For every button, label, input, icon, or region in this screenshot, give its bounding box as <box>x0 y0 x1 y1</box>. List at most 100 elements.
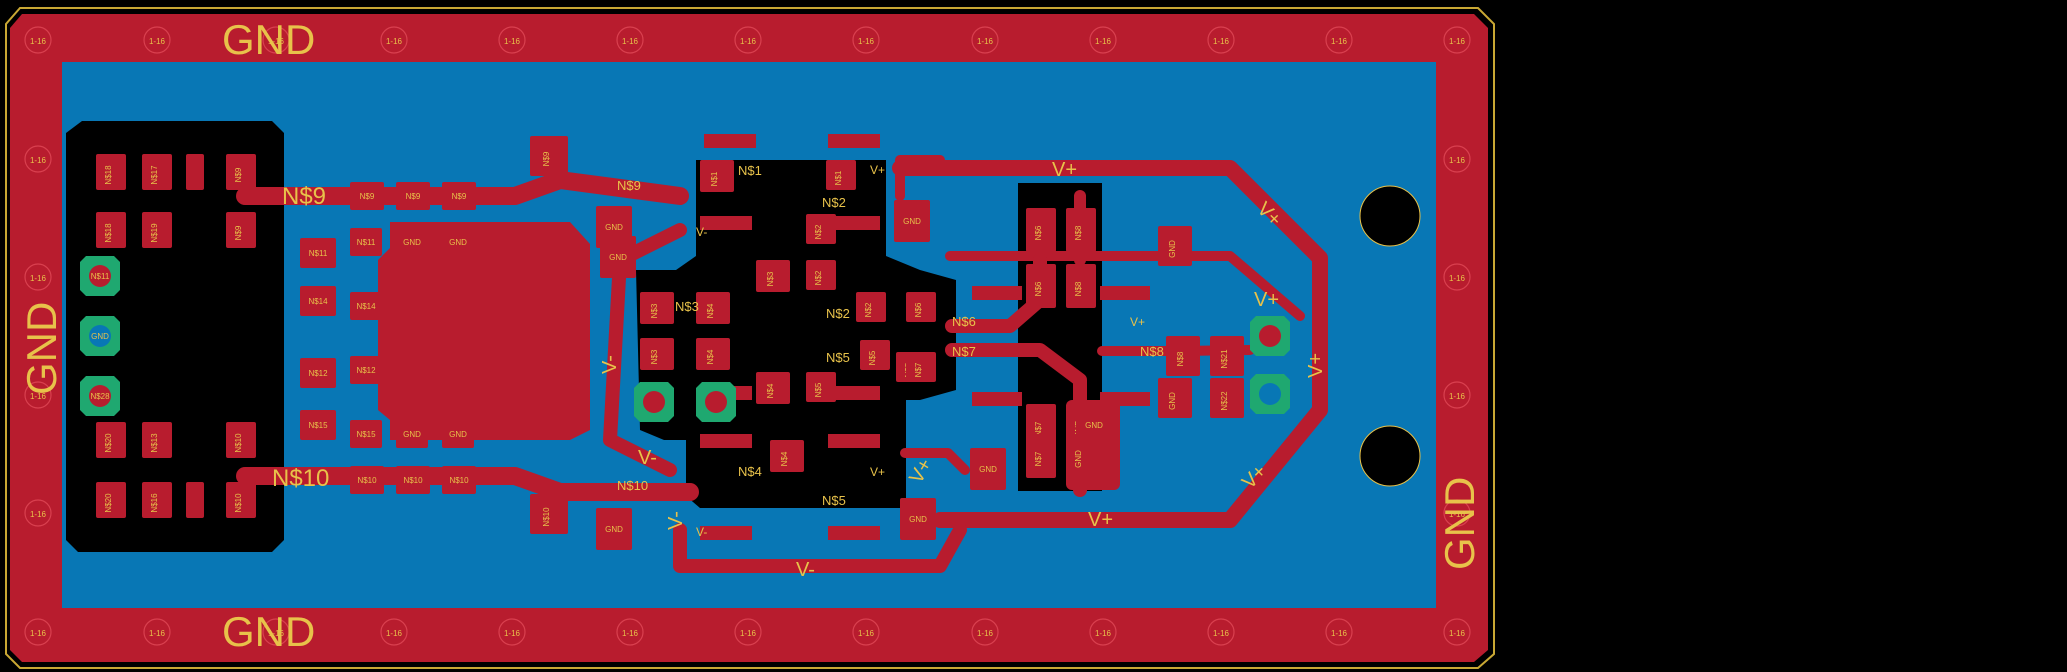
smd-pad: N$22 <box>1210 378 1244 418</box>
via-label: 1-16 <box>30 629 47 638</box>
smd-pad: N$9 <box>396 182 430 210</box>
smd-pad: N$3 <box>640 338 674 370</box>
via-label: 1-16 <box>149 37 166 46</box>
smd-pad: GND <box>894 200 930 242</box>
pad-label: N$3 <box>650 303 659 318</box>
via-label: 1-16 <box>30 274 47 283</box>
via-label: 1-16 <box>30 392 47 401</box>
smd-pad: N$10 <box>226 482 256 518</box>
stitching-via: 1-16 <box>1443 499 1471 527</box>
smd-pad: N$20 <box>96 482 126 518</box>
stitching-via: 1-16 <box>1089 618 1117 646</box>
net-label-vminus-mid: V- <box>638 447 657 469</box>
smd-pad: N$7 <box>906 352 936 382</box>
stitching-via: 1-16 <box>143 26 171 54</box>
pad-label: GND <box>605 525 623 534</box>
smd-pad: N$9 <box>442 182 476 210</box>
smd-pad: N$10 <box>226 422 256 458</box>
via-label: 1-16 <box>386 629 403 638</box>
net-label-n2b: N$2 <box>826 306 850 321</box>
ic-pin <box>704 134 756 148</box>
stitching-via: 1-16 <box>616 26 644 54</box>
ic-pin <box>828 216 880 230</box>
ic-pin <box>1100 392 1150 406</box>
pad-label: N$15 <box>308 421 328 430</box>
net-label-n4: N$4 <box>738 464 762 479</box>
smd-pad: GND <box>596 508 632 550</box>
pad-label: N$18 <box>104 165 113 185</box>
stitching-via: 1-16 <box>24 263 52 291</box>
gnd-label-top: GND <box>222 16 315 63</box>
pad-label: GND <box>403 238 421 247</box>
smd-pad: N$10 <box>530 494 568 534</box>
stitching-via: 1-16 <box>616 618 644 646</box>
stitching-via: 1-16 <box>1207 26 1235 54</box>
stitching-via: 1-16 <box>262 26 290 54</box>
net-label-vplus-bottom: V+ <box>1088 509 1113 531</box>
via-label: 1-16 <box>149 629 166 638</box>
gnd-label-left: GND <box>18 302 65 395</box>
pad-label: N$7 <box>1034 421 1043 436</box>
via-hole <box>634 382 674 422</box>
smd-pad: N$15 <box>350 420 382 448</box>
net-label-n9: N$9 <box>282 183 326 210</box>
pad-label: N$6 <box>914 302 923 317</box>
gnd-label-right: GND <box>1436 477 1483 570</box>
stitching-via: 1-16 <box>24 26 52 54</box>
pad-label: N$12 <box>308 369 328 378</box>
stitching-via: 1-16 <box>24 618 52 646</box>
stitching-via: 1-16 <box>380 26 408 54</box>
pad-label: N$21 <box>1220 349 1229 369</box>
via-label: 1-16 <box>30 156 47 165</box>
stitching-via: 1-16 <box>971 26 999 54</box>
mounting-hole <box>1359 185 1421 247</box>
via-label: 1-16 <box>1213 629 1230 638</box>
via-label: 1-16 <box>268 37 285 46</box>
pad-label: N$4 <box>780 451 789 466</box>
pad-label: N$10 <box>357 476 377 485</box>
via-label: 1-16 <box>1331 37 1348 46</box>
via-label: 1-16 <box>740 37 757 46</box>
smd-pad: N$2 <box>806 260 836 290</box>
stitching-via: 1-16 <box>1325 26 1353 54</box>
net-label-n7: N$7 <box>952 344 976 359</box>
smd-pad: GND <box>1158 226 1192 266</box>
ic-pin <box>828 526 880 540</box>
pad-label: N$9 <box>360 192 375 201</box>
pad-label: N$11 <box>357 238 376 247</box>
smd-pad: N$5 <box>860 340 890 370</box>
pad-label: N$13 <box>150 433 159 453</box>
ic-pin <box>700 526 752 540</box>
pad-label: N$2 <box>814 224 823 239</box>
pad-label: N$10 <box>449 476 469 485</box>
smd-pad: N$10 <box>396 466 430 494</box>
net-label-n5: N$5 <box>826 350 850 365</box>
smd-pad: GND <box>900 498 936 540</box>
stitching-via: 1-16 <box>1443 381 1471 409</box>
smd-pad: N$21 <box>1210 336 1244 376</box>
smd-pad: N$17 <box>142 154 172 190</box>
stitching-via: 1-16 <box>24 499 52 527</box>
via-hole: N$11 <box>80 256 120 296</box>
net-label-vplus-small3: V+ <box>870 465 885 479</box>
via-label: 1-16 <box>1449 156 1466 165</box>
pad-label: N$22 <box>1220 391 1229 411</box>
pad-label: N$8 <box>1074 281 1083 296</box>
via-label: 1-16 <box>858 629 875 638</box>
pad-label: GND <box>1085 421 1103 430</box>
pad-label: N$5 <box>868 350 877 365</box>
smd-pad: N$6 <box>1026 264 1056 308</box>
smd-pad: N$14 <box>300 286 336 316</box>
smd-pad: N$1 <box>826 160 856 190</box>
pad-label: N$2 <box>814 270 823 285</box>
net-label-n10: N$10 <box>272 465 329 492</box>
ic-pin <box>972 392 1022 406</box>
smd-pad: N$18 <box>96 212 126 248</box>
net-label-vplus-small2: V+ <box>1130 315 1145 329</box>
net-label-vplus-small: V+ <box>870 163 885 177</box>
via-hole <box>1250 374 1290 414</box>
smd-pad <box>186 482 204 518</box>
pad-label: N$16 <box>150 493 159 513</box>
